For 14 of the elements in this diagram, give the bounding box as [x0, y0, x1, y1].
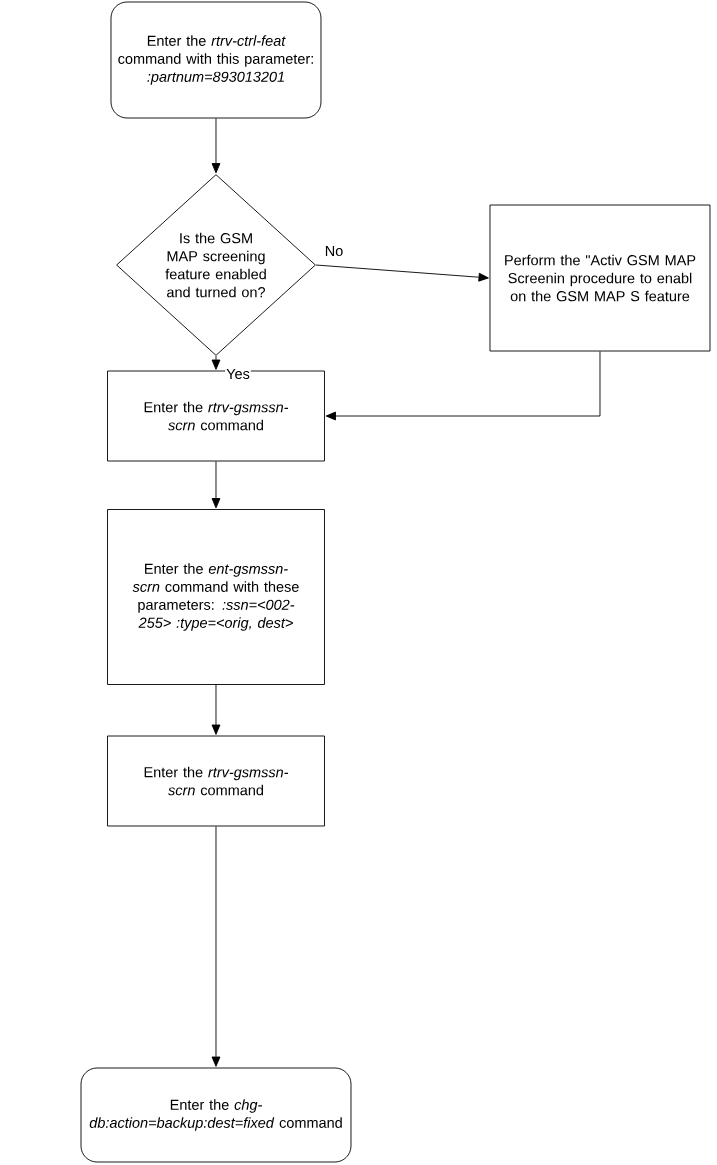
- process-box: Perform the "Activ GSM MAP Screenin procedure to enabl on the GSM MAP S feature: [489, 204, 711, 352]
- edge-label: Yes: [225, 367, 251, 380]
- arrow: [325, 351, 601, 421]
- terminal-box: Enter the chg-db:action=backup:dest=fixed command: [80, 1067, 352, 1163]
- process-box: Enter the rtrv-gsmssn-scrn command: [107, 735, 325, 827]
- arrow: [211, 461, 221, 509]
- arrow: [211, 826, 221, 1067]
- process-box: Enter the ent-gsmssn-scrn command with these parameters: :ssn=<002-255> :type=<orig, dest>: [107, 509, 325, 685]
- arrow: [211, 118, 221, 174]
- arrow: [211, 355, 221, 370]
- arrow: [315, 264, 489, 282]
- arrow: [211, 684, 221, 735]
- edge-label: No: [323, 244, 345, 258]
- terminal-box: Enter the rtrv-ctrl-feat command with this parameter: :partnum=893013201: [110, 1, 322, 119]
